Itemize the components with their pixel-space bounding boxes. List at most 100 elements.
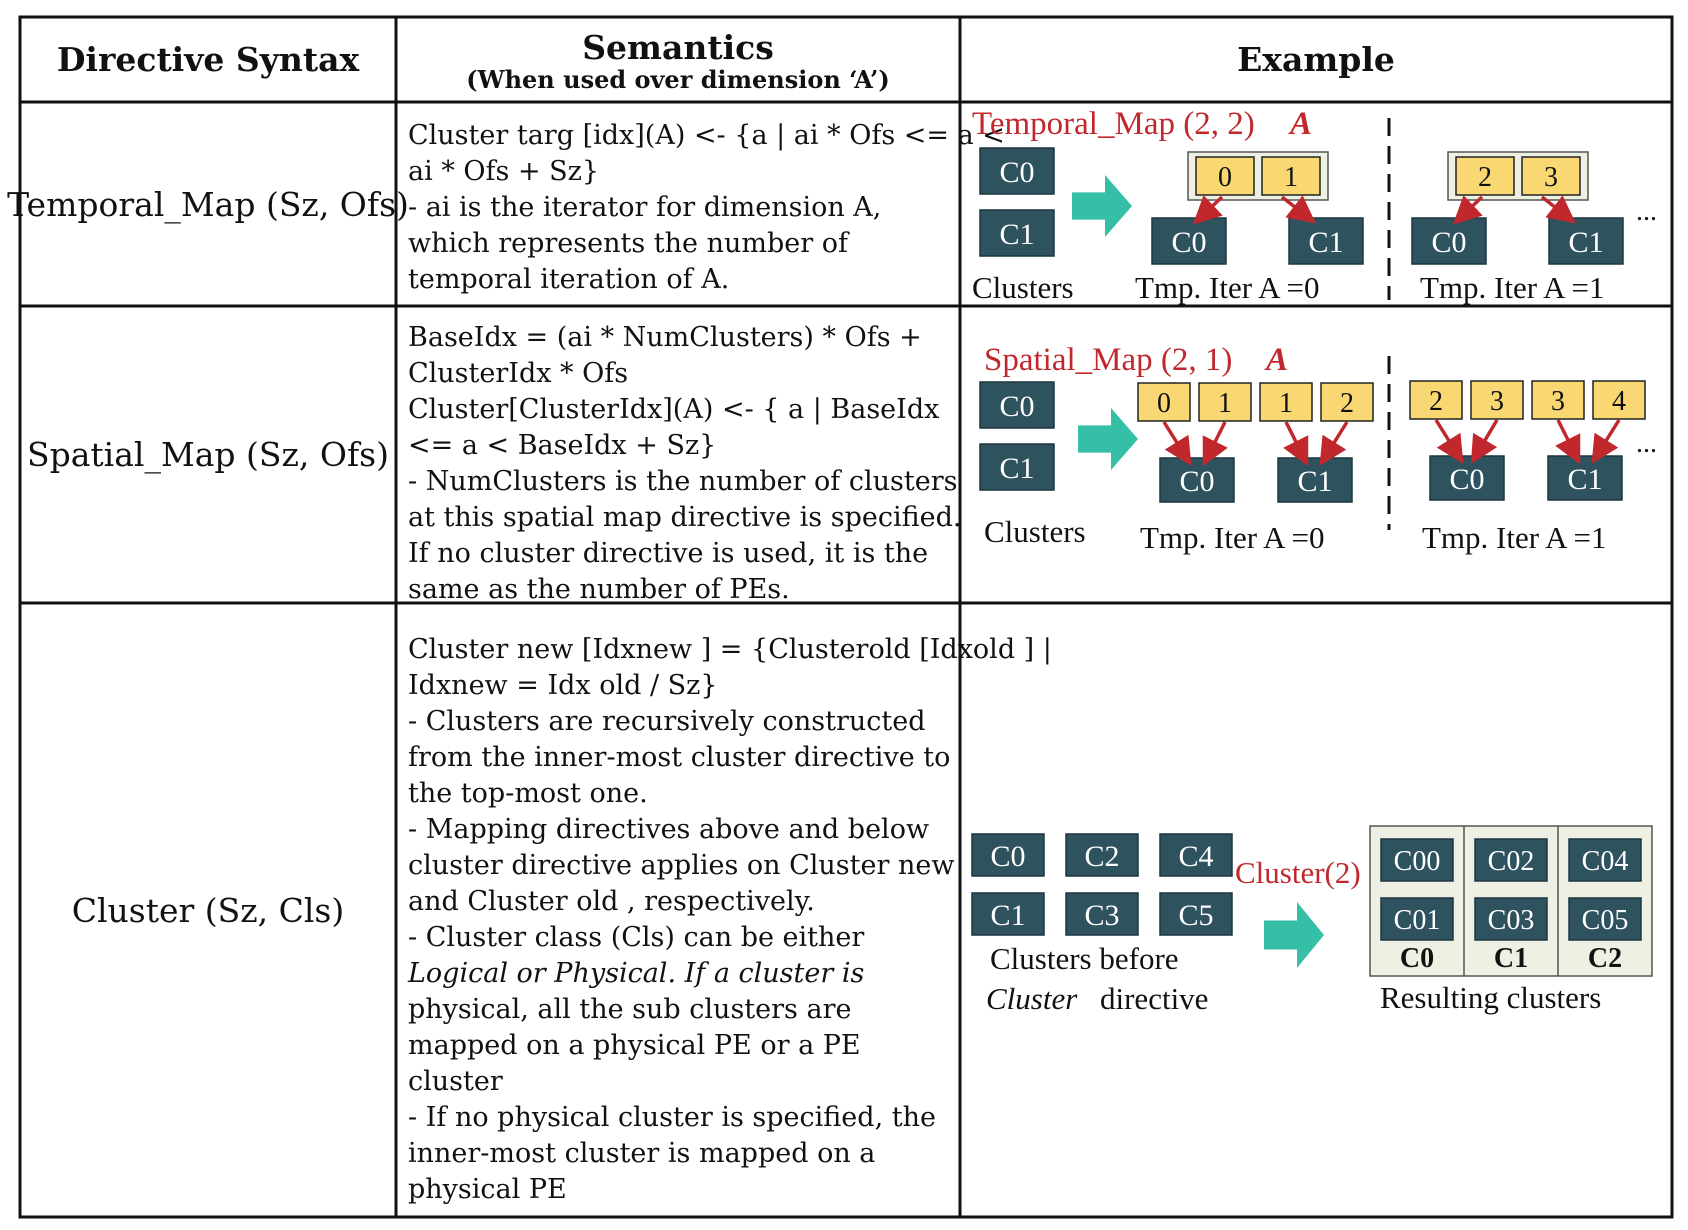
red-arrow xyxy=(1202,421,1228,467)
teal-arrow xyxy=(1264,902,1324,968)
header-semantics: Semantics (When used over dimension ‘A’) xyxy=(396,22,960,102)
semantics-line: physical PE xyxy=(408,1174,567,1205)
header-semantics-subtext: (When used over dimension ‘A’) xyxy=(466,65,890,94)
cluster-box xyxy=(1380,838,1454,882)
cluster-box xyxy=(1411,217,1487,265)
cluster-box-label: C1 xyxy=(990,899,1025,932)
semantics-cluster: Cluster new [Idxnew ] = {Clusterold [Idx… xyxy=(396,622,1052,1217)
cluster-box xyxy=(1288,217,1364,265)
clusters-before-label-italic: Cluster xyxy=(986,981,1078,1016)
value-box-label: 1 xyxy=(1279,388,1293,419)
cluster-box xyxy=(1159,892,1233,936)
teal-arrow xyxy=(1078,408,1138,470)
header-semantics-text: Semantics xyxy=(582,28,774,67)
value-box-label: 4 xyxy=(1612,386,1626,417)
cluster-box-label: C0 xyxy=(990,840,1025,873)
resulting-clusters-label: Resulting clusters xyxy=(1380,980,1601,1015)
semantics-line: which represents the number of xyxy=(408,228,848,259)
cluster-box-label: C01 xyxy=(1394,905,1441,936)
value-box-label: 1 xyxy=(1284,162,1298,193)
semantics-line: - Mapping directives above and below xyxy=(408,814,930,845)
value-box-label: 0 xyxy=(1218,162,1232,193)
cluster-box-label: C1 xyxy=(1568,226,1603,259)
cluster-box xyxy=(1474,897,1548,941)
clusters-before-label: Clusters before xyxy=(990,941,1179,976)
value-box-label: 2 xyxy=(1478,162,1492,193)
syntax-text: Spatial_Map (Sz, Ofs) xyxy=(27,435,389,474)
red-arrow xyxy=(1540,195,1577,224)
cluster-box-label: C05 xyxy=(1582,905,1629,936)
cluster-box-label: C5 xyxy=(1178,899,1213,932)
result-group-label: C2 xyxy=(1588,943,1622,974)
cluster-box xyxy=(979,147,1055,195)
semantics-line: at this spatial map directive is specifi… xyxy=(408,502,962,533)
semantics-line: Cluster new [Idxnew ] = {Clusterold [Idx… xyxy=(408,634,1052,665)
cluster-box xyxy=(979,443,1055,491)
red-arrow xyxy=(1162,421,1192,466)
value-box-label: 2 xyxy=(1340,388,1354,419)
semantics-line: - Cluster class (Cls) can be either xyxy=(408,922,865,953)
cluster-box xyxy=(1380,897,1454,941)
semantics-spatial-map: BaseIdx = (ai * NumClusters) * Ofs + Clu… xyxy=(396,310,962,605)
semantics-line: physical, all the sub clusters are xyxy=(408,994,852,1025)
cluster-box xyxy=(1065,892,1139,936)
value-box xyxy=(1320,382,1374,422)
value-box xyxy=(1592,380,1646,420)
syntax-cluster: Cluster (Sz, Cls) xyxy=(20,603,396,1217)
value-box xyxy=(1455,156,1515,196)
header-example-text: Example xyxy=(1237,40,1395,79)
cluster-box-label: C1 xyxy=(1308,226,1343,259)
header-directive-syntax: Directive Syntax xyxy=(20,17,396,102)
value-box xyxy=(1195,156,1255,196)
red-arrow xyxy=(1192,195,1224,225)
cluster-box-label: C00 xyxy=(1394,846,1441,877)
cluster-box-label: C1 xyxy=(1567,463,1602,496)
semantics-line: - If no physical cluster is specified, t… xyxy=(408,1102,936,1133)
semantics-line: BaseIdx = (ai * NumClusters) * Ofs + xyxy=(408,322,922,353)
semantics-line: Logical or Physical. If a cluster is xyxy=(408,958,865,989)
syntax-temporal-map: Temporal_Map (Sz, Ofs) xyxy=(7,102,409,306)
semantics-line: and Cluster old , respectively. xyxy=(408,886,815,917)
ellipsis: ... xyxy=(1636,196,1657,227)
cluster-box-label: C3 xyxy=(1084,899,1119,932)
cluster-box xyxy=(979,209,1055,257)
clusters-before-label-rest: directive xyxy=(1100,981,1208,1016)
semantics-line: Idxnew = Idx old / Sz} xyxy=(408,670,718,701)
semantics-temporal-map: Cluster targ [idx](A) <- {a | ai * Ofs <… xyxy=(396,108,1005,306)
cluster-box-label: C1 xyxy=(999,452,1034,485)
value-box xyxy=(1409,380,1463,420)
red-arrow xyxy=(1319,421,1349,466)
red-arrow xyxy=(1452,195,1484,225)
cluster-box-label: C0 xyxy=(1171,226,1206,259)
red-arrow xyxy=(1280,195,1317,224)
red-arrow xyxy=(1283,421,1309,467)
semantics-line: from the inner-most cluster directive to xyxy=(408,742,951,773)
value-box xyxy=(1137,382,1191,422)
syntax-text: Temporal_Map (Sz, Ofs) xyxy=(7,184,409,224)
semantics-line: ClusterIdx * Ofs xyxy=(408,358,629,389)
red-arrow xyxy=(1470,419,1499,465)
ellipsis: ... xyxy=(1636,428,1657,459)
value-box-label: 3 xyxy=(1490,386,1504,417)
cluster-box-label: C03 xyxy=(1488,905,1535,936)
cluster-box-label: C1 xyxy=(1297,465,1332,498)
semantics-line: same as the number of PEs. xyxy=(408,574,790,605)
cluster-box xyxy=(1474,838,1548,882)
semantics-line: Cluster targ [idx](A) <- {a | ai * Ofs <… xyxy=(408,120,1005,151)
semantics-line: inner-most cluster is mapped on a xyxy=(408,1138,876,1169)
syntax-spatial-map: Spatial_Map (Sz, Ofs) xyxy=(20,306,396,603)
semantics-line: cluster xyxy=(408,1066,503,1097)
value-box xyxy=(1531,380,1585,420)
cluster-box-label: C0 xyxy=(999,390,1034,423)
cluster-box-label: C1 xyxy=(999,218,1034,251)
semantics-line: - ai is the iterator for dimension A, xyxy=(408,192,882,223)
spatial-title: Spatial_Map (2, 1) xyxy=(984,342,1232,378)
value-box xyxy=(1259,382,1313,422)
cluster-box-label: C0 xyxy=(999,156,1034,189)
temporal-dim-label: A xyxy=(1288,106,1312,142)
semantics-line: If no cluster directive is used, it is t… xyxy=(408,538,929,569)
